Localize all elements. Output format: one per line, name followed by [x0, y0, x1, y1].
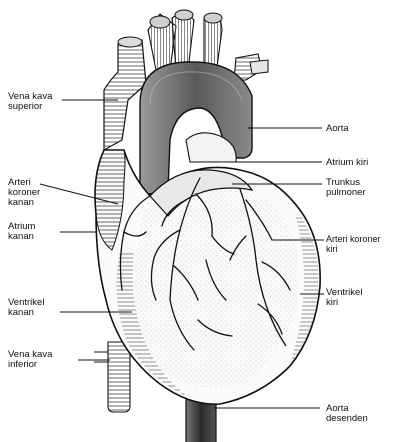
- label-ventrikel-kiri: Ventrikel kiri: [326, 288, 362, 308]
- label-atrium-kiri: Atrium kiri: [326, 158, 368, 168]
- label-atrium-kanan: Atrium kanan: [8, 222, 35, 242]
- label-vena-kava-superior: Vena kava superior: [8, 92, 52, 112]
- label-ventrikel-kanan: Ventrikel kanan: [8, 298, 44, 318]
- label-aorta: Aorta: [326, 124, 349, 134]
- label-arteri-koroner-kanan: Arteri koroner kanan: [8, 178, 40, 208]
- label-arteri-koroner-kiri: Arteri koroner kiri: [326, 234, 381, 254]
- label-vena-kava-inferior: Vena kava inferior: [8, 350, 52, 370]
- label-aorta-desenden: Aorta desenden: [326, 404, 368, 424]
- label-trunkus-pulmoner: Trunkus pulmoner: [326, 178, 366, 198]
